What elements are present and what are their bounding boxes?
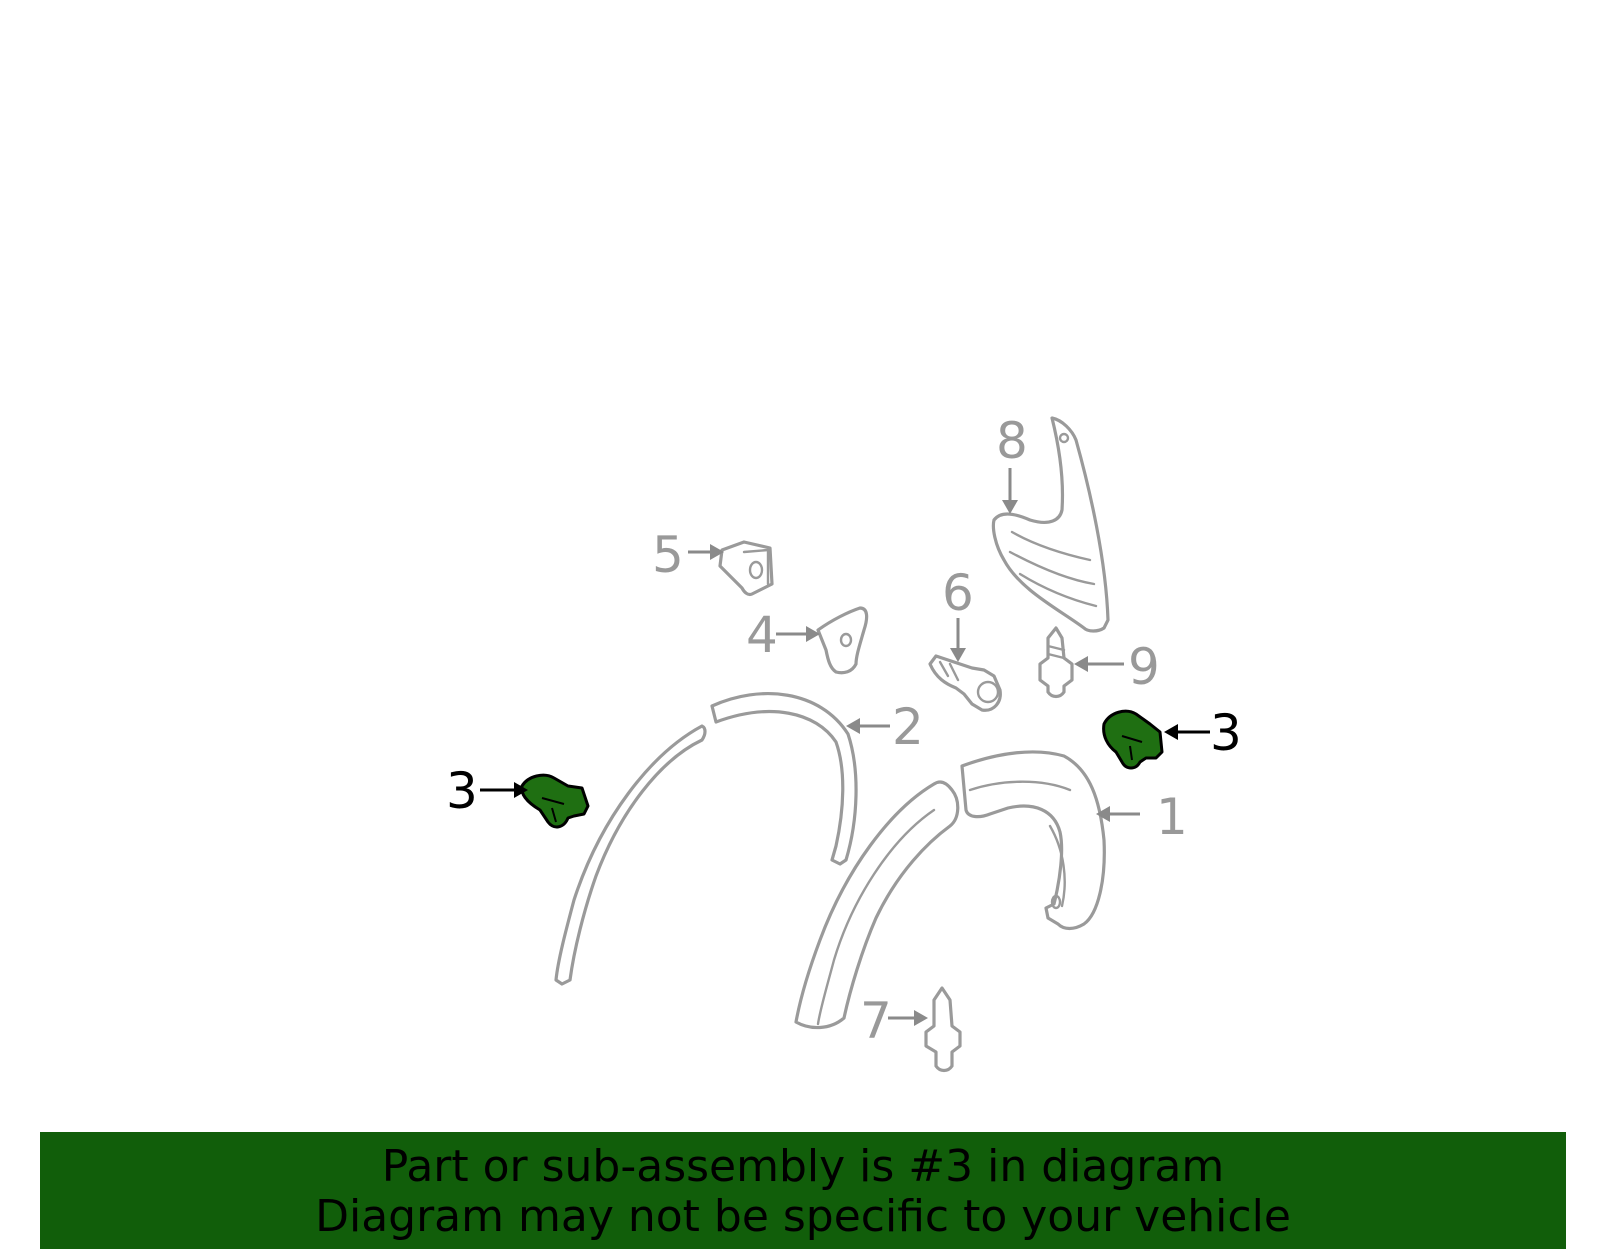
leader-1 [1096,806,1140,822]
part-3-clip-highlighted-right[interactable] [1102,709,1164,770]
callout-9: 9 [1128,638,1160,696]
leader-2 [846,718,890,734]
leader-3-right [1164,724,1210,740]
leader-3-left [480,782,528,798]
footer-banner: Part or sub-assembly is #3 in diagram Di… [40,1132,1566,1249]
part-9-clip[interactable] [1038,626,1074,699]
leader-8 [1002,468,1018,514]
part-4-bracket[interactable] [816,606,869,675]
footer-line-2: Diagram may not be specific to your vehi… [315,1191,1291,1242]
leader-7 [888,1010,928,1026]
callout-3-left: 3 [446,762,478,820]
callout-3-right: 3 [1210,704,1242,762]
callout-4: 4 [746,606,778,664]
part-7-push-pin[interactable] [924,986,962,1073]
callout-7: 7 [860,992,892,1050]
callout-6: 6 [942,564,974,622]
part-3-clip-highlighted-left[interactable] [520,773,590,829]
leader-6 [950,618,966,662]
part-2-arch-molding[interactable] [554,692,858,986]
part-8-mud-flap[interactable] [991,416,1110,633]
footer-line-1: Part or sub-assembly is #3 in diagram [381,1141,1225,1192]
leader-9 [1074,656,1124,672]
leader-5 [688,544,724,560]
callout-2: 2 [892,698,924,756]
part-1-fender-flare[interactable] [794,750,1106,1030]
part-5-clip-nut[interactable] [718,540,774,597]
callout-1: 1 [1156,788,1188,846]
callout-8: 8 [996,412,1028,470]
callout-5: 5 [652,526,684,584]
leader-4 [776,626,820,642]
part-6-bolt[interactable] [928,654,1002,712]
